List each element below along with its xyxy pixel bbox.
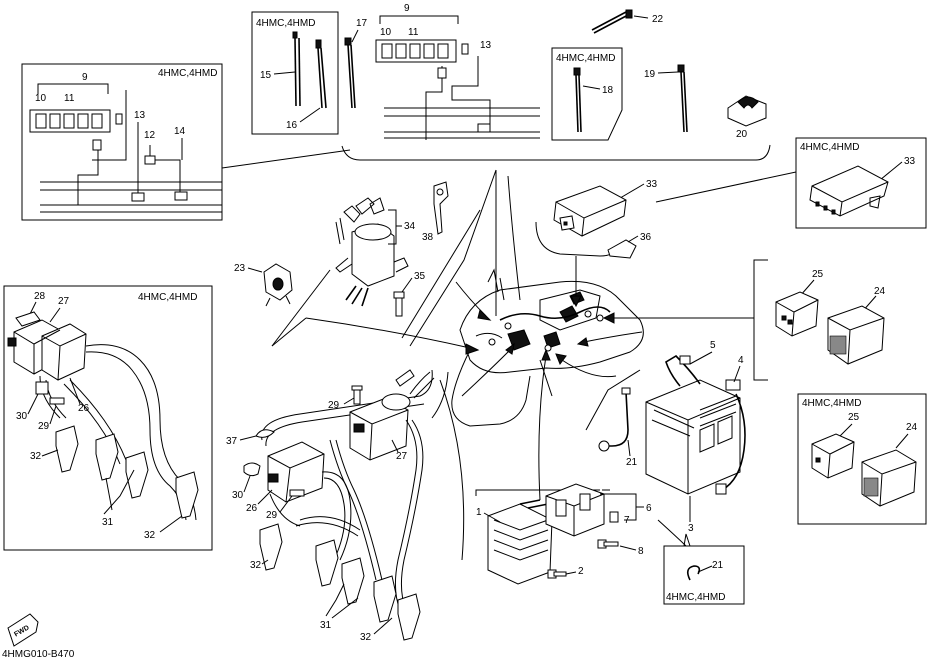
callout-2: 2 xyxy=(578,566,584,577)
part-33-ecu: 33 xyxy=(535,179,658,257)
callout-35: 35 xyxy=(414,271,426,282)
inset-variant-label: 4HMC,4HMD xyxy=(666,592,725,603)
inset-variant-label: 4HMC,4HMD xyxy=(158,68,217,79)
inset-variant-label: 4HMC,4HMD xyxy=(802,398,861,409)
callout-13-center: 13 xyxy=(480,40,492,51)
inset-variant-label: 4HMC,4HMD xyxy=(138,292,197,303)
callout-9: 9 xyxy=(82,72,88,83)
callout-11-center: 11 xyxy=(408,27,419,38)
part-34-main-switch: 34 xyxy=(335,197,416,307)
callout-21: 21 xyxy=(626,457,638,468)
callout-37: 37 xyxy=(226,436,238,447)
part-36-bracket: 36 xyxy=(607,232,652,259)
part-2-screw: 2 xyxy=(547,566,584,579)
callout-12: 12 xyxy=(144,130,156,141)
callout-32-main-a: 32 xyxy=(250,560,262,571)
callout-30-inset: 30 xyxy=(16,411,28,422)
callout-29-inset: 29 xyxy=(38,421,50,432)
callout-25: 25 xyxy=(812,269,824,280)
callout-13-left: 13 xyxy=(134,110,146,121)
inset-wire-harness-left: 4HMC,4HMD 9 10 11 13 12 14 xyxy=(21,63,351,221)
part-20-clamp: 20 xyxy=(727,95,767,140)
part-21-cable: 21 xyxy=(598,387,638,468)
inset-ignition-coil: 4HMC,4HMD 28 27 30 29 26 32 31 32 xyxy=(3,285,213,551)
callout-25-inset: 25 xyxy=(848,412,860,423)
leader-lines xyxy=(305,169,754,501)
callout-36: 36 xyxy=(640,232,652,243)
inset-cable-tie-18: 4HMC,4HMD 18 xyxy=(551,47,623,141)
main-ignition-coil-assembly: 37 29 27 30 26 29 xyxy=(226,369,435,643)
part-17-cable-tie: 17 xyxy=(344,18,368,109)
callout-24: 24 xyxy=(874,286,886,297)
frame-assembly xyxy=(451,268,644,427)
part-38-key: 38 xyxy=(422,181,449,243)
inset-band-21: 4HMC,4HMD 21 xyxy=(663,533,745,605)
callout-21-inset: 21 xyxy=(712,560,724,571)
fwd-indicator: FWD xyxy=(7,613,39,647)
callout-10-center: 10 xyxy=(380,27,392,38)
callout-10: 10 xyxy=(35,93,47,104)
callout-11: 11 xyxy=(64,93,75,104)
callout-7: 7 xyxy=(624,515,630,526)
part-3-battery: 5 4 3 xyxy=(645,340,746,534)
callout-4: 4 xyxy=(738,355,744,366)
callout-16: 16 xyxy=(286,120,298,131)
part-23-relay: 23 xyxy=(234,263,293,307)
callout-17: 17 xyxy=(356,18,368,29)
parts-relay-24-25: 25 24 xyxy=(753,259,886,381)
callout-26-inset: 26 xyxy=(78,403,90,414)
inset-variant-label: 4HMC,4HMD xyxy=(256,18,315,29)
callout-32-main-b: 32 xyxy=(360,632,372,643)
callout-1: 1 xyxy=(476,507,482,518)
inset-cable-ties: 4HMC,4HMD 15 16 xyxy=(251,11,339,135)
callout-9-center: 9 xyxy=(404,3,410,14)
callout-23: 23 xyxy=(234,263,246,274)
part-35-bolt: 35 xyxy=(393,271,426,317)
callout-30: 30 xyxy=(232,490,244,501)
callout-18: 18 xyxy=(602,85,614,96)
callout-29-main-b: 29 xyxy=(266,510,278,521)
part-19-cable-tie: 19 xyxy=(644,64,688,133)
callout-31-inset: 31 xyxy=(102,517,114,528)
inset-wire-harness-center: 9 10 11 13 xyxy=(341,3,771,161)
inset-variant-label: 4HMC,4HMD xyxy=(556,53,615,64)
callout-31: 31 xyxy=(320,620,332,631)
callout-20: 20 xyxy=(736,129,748,140)
callout-33-inset: 33 xyxy=(904,156,916,167)
part-1-rectifier: 1 xyxy=(475,489,610,585)
callout-32-inset-b: 32 xyxy=(144,530,156,541)
callout-32-inset-a: 32 xyxy=(30,451,42,462)
callout-33: 33 xyxy=(646,179,658,190)
callout-26: 26 xyxy=(246,503,258,514)
callout-19: 19 xyxy=(644,69,656,80)
callout-22: 22 xyxy=(652,14,664,25)
callout-6: 6 xyxy=(646,503,652,514)
inset-variant-label: 4HMC,4HMD xyxy=(800,142,859,153)
part-8-bolt: 8 xyxy=(597,519,687,557)
drawing-code: 4HMG010-B470 xyxy=(2,649,75,660)
callout-27: 27 xyxy=(396,451,408,462)
inset-ecu-33: 4HMC,4HMD 33 xyxy=(655,137,927,229)
callout-8: 8 xyxy=(638,546,644,557)
inset-relay-24-25: 4HMC,4HMD 25 24 xyxy=(797,393,927,525)
callout-15: 15 xyxy=(260,70,272,81)
callout-28: 28 xyxy=(34,291,46,302)
callout-5: 5 xyxy=(710,340,716,351)
bracket-lines xyxy=(271,209,481,561)
callout-14: 14 xyxy=(174,126,186,137)
callout-38: 38 xyxy=(422,232,434,243)
callout-27-inset: 27 xyxy=(58,296,70,307)
callout-29-main-a: 29 xyxy=(328,400,340,411)
part-22-cable-tie: 22 xyxy=(591,9,664,34)
callout-24-inset: 24 xyxy=(906,422,918,433)
callout-34: 34 xyxy=(404,221,416,232)
part-6-relay-block: 6 7 xyxy=(545,483,652,537)
callout-3: 3 xyxy=(688,523,694,534)
